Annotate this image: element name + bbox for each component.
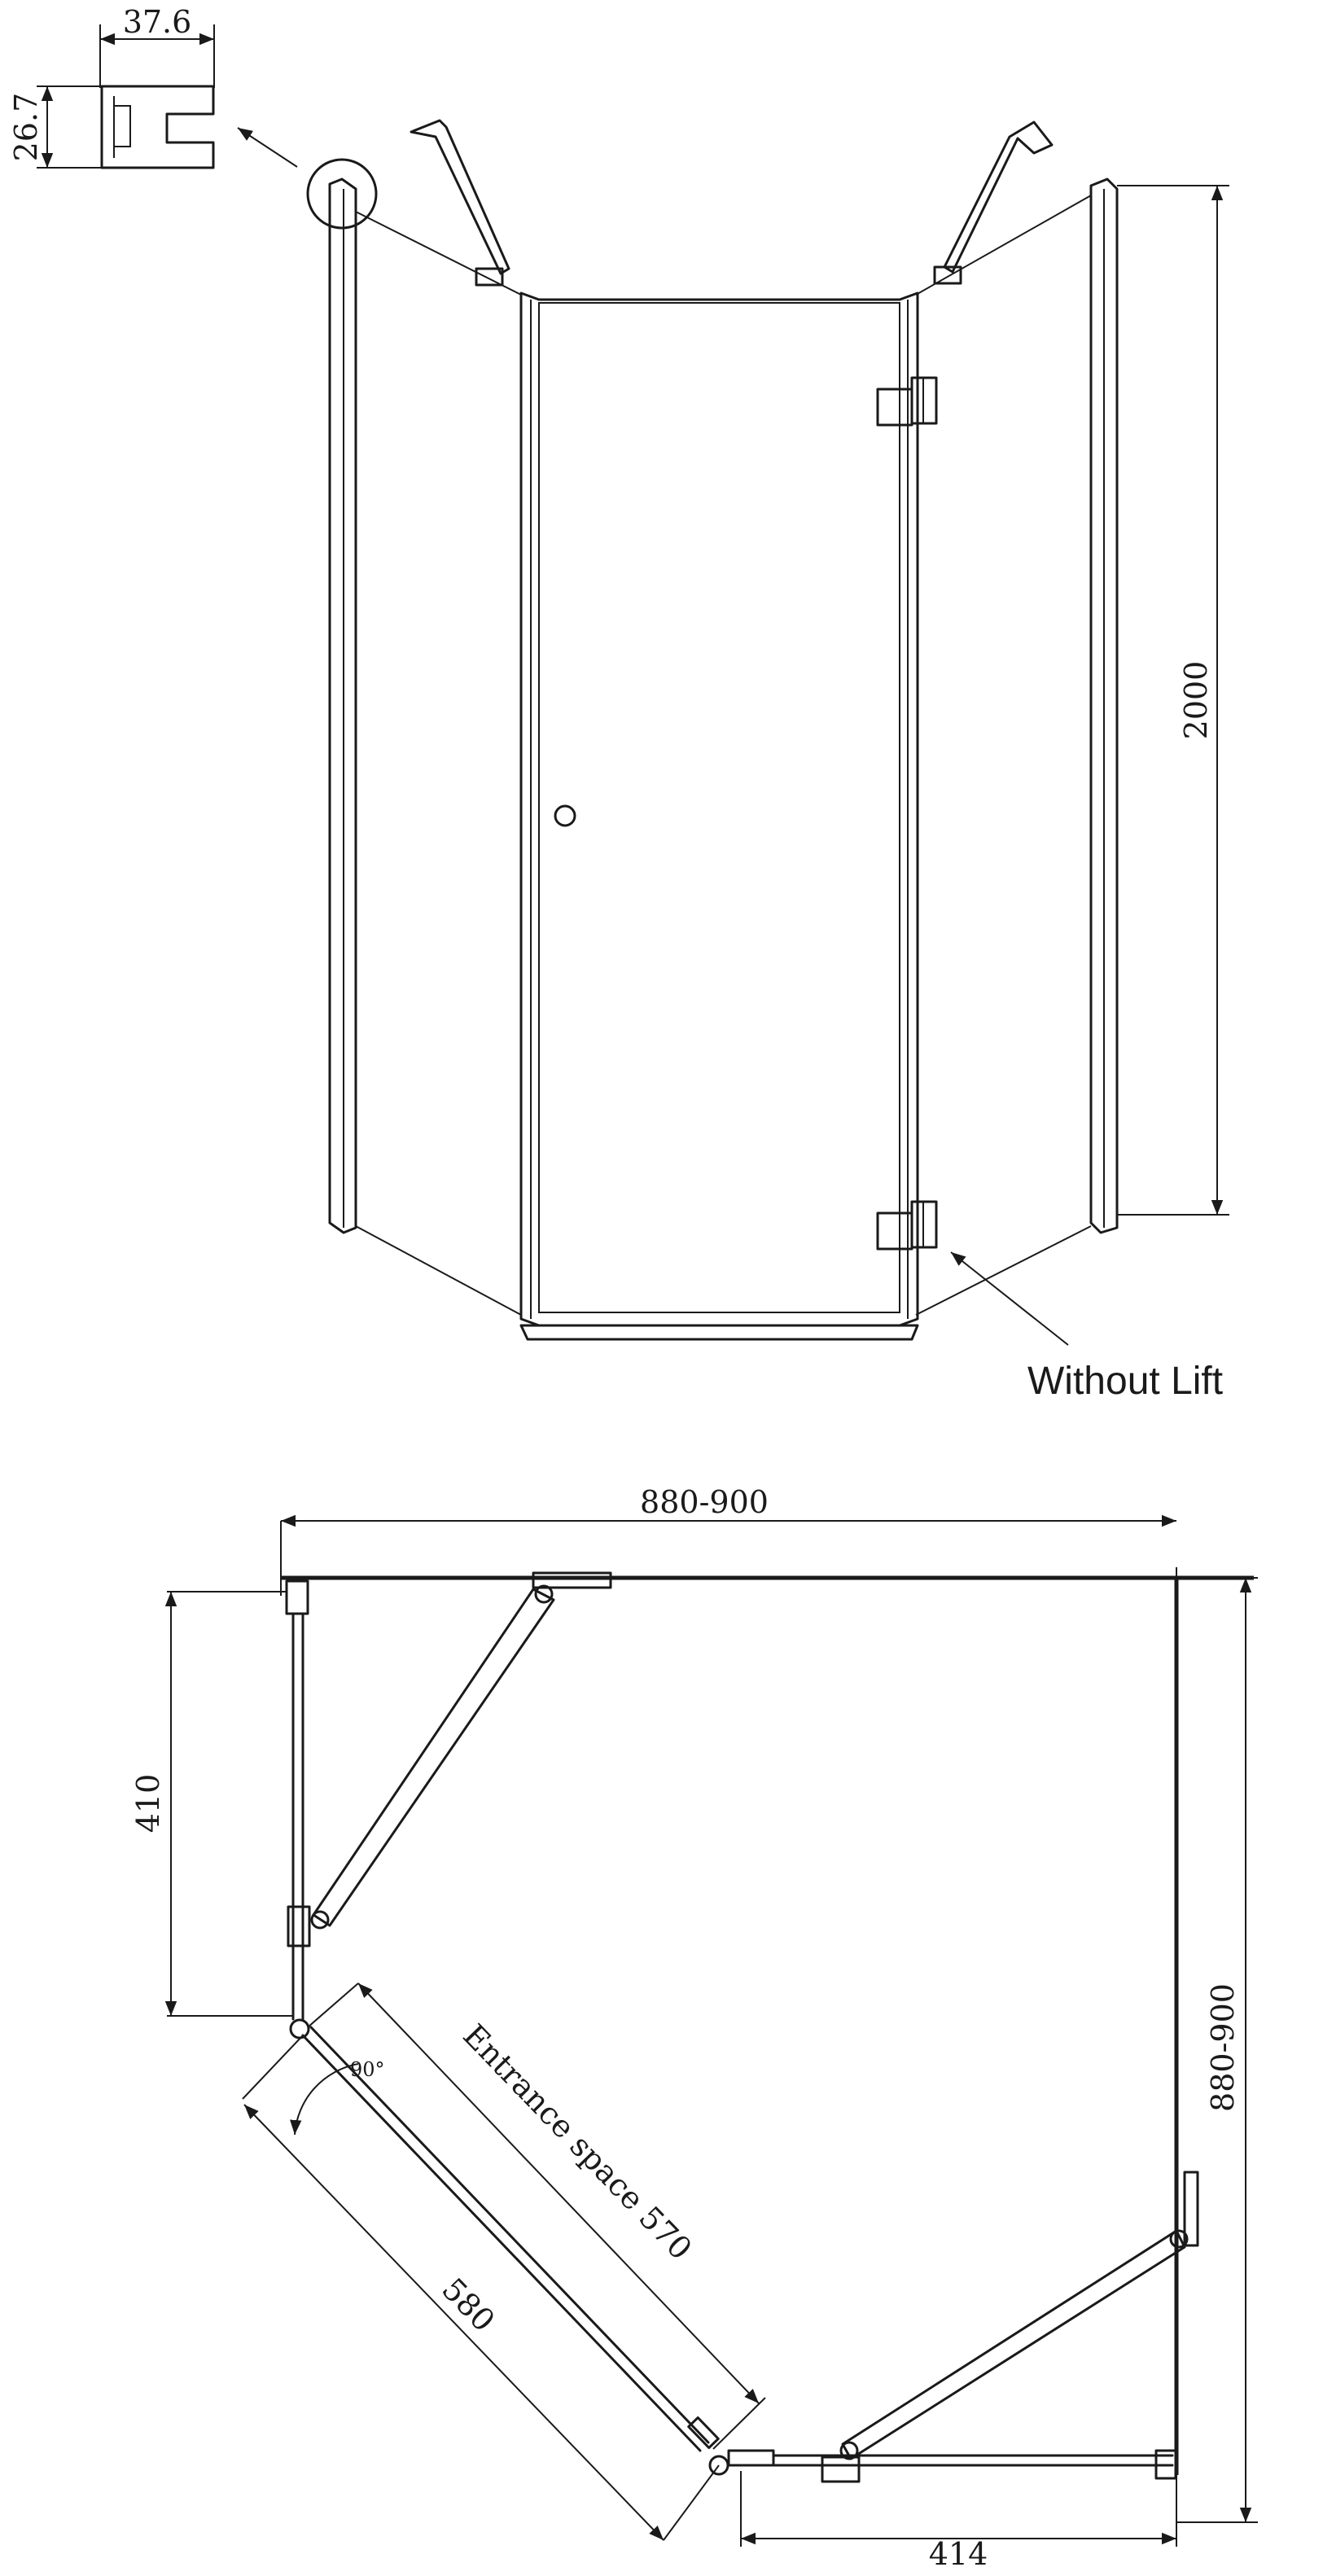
left-panel-bottom-edge (355, 1225, 522, 1316)
left-stabilizer-clamp (475, 267, 504, 287)
door-width-extension-bottom (663, 2464, 720, 2541)
right-stabilizer-bar (943, 120, 1054, 274)
entrance-extension-bottom (712, 2397, 766, 2450)
left-stabilizer-clamp-plan (287, 1905, 311, 1947)
bottom-panel-label: 414 (929, 2536, 988, 2572)
profile-section-inner (113, 96, 131, 158)
plan-view: 880-900 880-900 410 (130, 1484, 1258, 2572)
left-stabilizer-end-icon (310, 1910, 330, 1930)
profile-height-label: 26.7 (8, 93, 44, 162)
height-label: 2000 (1178, 661, 1214, 740)
door-swing-arc (290, 2063, 359, 2136)
right-wall-profile (1089, 177, 1119, 1234)
left-stabilizer-top-end-icon (534, 1584, 554, 1604)
side-panel-label: 410 (130, 1774, 166, 1833)
swing-angle-label: 90° (350, 2058, 385, 2081)
left-stabilizer-bar (410, 119, 510, 275)
left-stabilizer-bar-plan (312, 1588, 555, 1927)
left-hinge-pivot-icon (289, 2018, 310, 2039)
left-stabilizer-wall-mount (532, 1571, 612, 1589)
profile-detail: 37.6 26.7 (8, 4, 378, 230)
lower-hinge-icon (876, 1200, 938, 1251)
door-panel (538, 302, 900, 1313)
profile-width-label: 37.6 (123, 4, 192, 40)
right-stabilizer-wall-mount (1183, 2171, 1199, 2247)
left-wall-profile-plan (285, 1579, 309, 1615)
right-stabilizer-end-icon (839, 2441, 859, 2460)
bottom-panel-clamp-left (727, 2449, 775, 2467)
right-stabilizer-bar-plan (841, 2229, 1186, 2460)
left-panel-top-edge (355, 211, 522, 296)
door-width-extension-top (242, 2035, 304, 2100)
door-knob-icon (554, 804, 576, 827)
front-elevation: 2000 Without Lift (328, 119, 1229, 1403)
right-stabilizer-clamp (933, 265, 962, 285)
without-lift-label: Without Lift (1027, 1360, 1223, 1403)
right-wall-profile-plan (1154, 2449, 1177, 2480)
upper-hinge-icon (876, 376, 938, 427)
door-threshold (519, 1324, 919, 1341)
plan-width-label: 880-900 (640, 1484, 769, 1520)
profile-callout-circle (306, 158, 378, 230)
right-panel-bottom-edge (915, 1225, 1092, 1316)
door-hinge-plan (687, 2416, 720, 2450)
door-plan (301, 2034, 702, 2452)
bottom-stabilizer-clamp (821, 2456, 861, 2483)
entrance-dimension-line (357, 1982, 760, 2404)
right-panel-top-edge (915, 195, 1092, 296)
center-frame (519, 291, 919, 1327)
without-lift-arrow (950, 1251, 1069, 1346)
left-wall-profile (328, 177, 357, 1234)
right-stabilizer-top-end-icon (1169, 2229, 1189, 2249)
entrance-label: Entrance space 570 (456, 2017, 699, 2267)
plan-depth-label: 880-900 (1205, 1983, 1241, 2112)
door-width-label: 580 (435, 2272, 502, 2339)
profile-callout-arrow (237, 127, 298, 168)
entrance-extension-top (307, 1982, 359, 2028)
profile-section-outline (100, 85, 215, 169)
